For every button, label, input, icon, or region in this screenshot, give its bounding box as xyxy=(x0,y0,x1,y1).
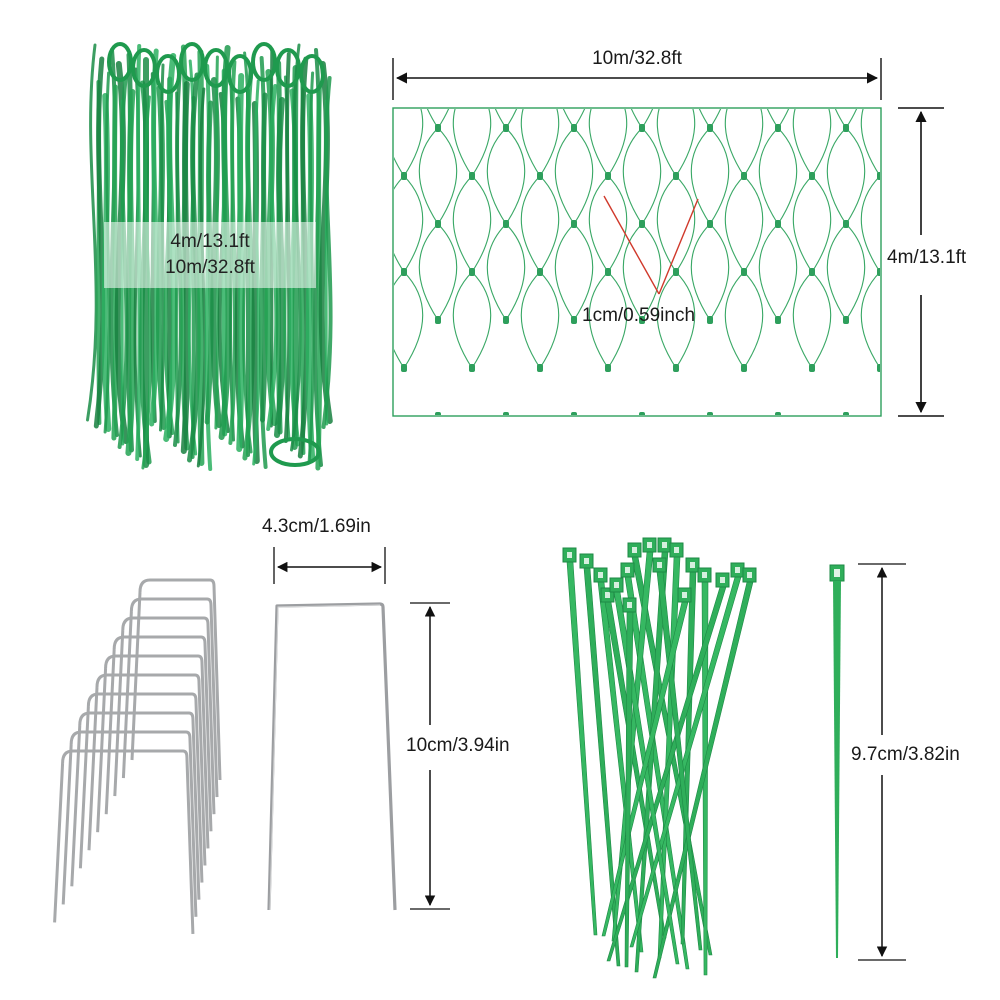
net-sheet-image xyxy=(392,107,882,417)
mesh-size-label: 1cm/0.59inch xyxy=(582,305,696,326)
tie-length-dimension xyxy=(858,563,906,961)
net-width-dimension xyxy=(392,58,882,100)
mesh-size-marker xyxy=(603,195,699,295)
bundle-size-caption: 4m/13.1ft 10m/32.8ft xyxy=(104,222,316,288)
stakes-stack-image xyxy=(53,578,222,934)
stake-height-dimension xyxy=(410,602,450,910)
bundle-size-line1: 4m/13.1ft xyxy=(170,231,250,252)
stake-height-label: 10cm/3.94in xyxy=(406,735,510,756)
net-height-label: 4m/13.1ft xyxy=(887,247,967,268)
cable-ties-bundle-image xyxy=(562,537,757,979)
single-cable-tie-image xyxy=(829,564,845,958)
net-width-label: 10m/32.8ft xyxy=(592,48,682,69)
stake-width-label: 4.3cm/1.69in xyxy=(262,516,371,537)
tie-length-label: 9.7cm/3.82in xyxy=(851,744,960,765)
single-stake-image xyxy=(267,602,397,911)
net-height-dimension xyxy=(898,107,944,417)
stake-width-dimension xyxy=(273,547,386,584)
bundle-size-line2: 10m/32.8ft xyxy=(165,257,255,278)
